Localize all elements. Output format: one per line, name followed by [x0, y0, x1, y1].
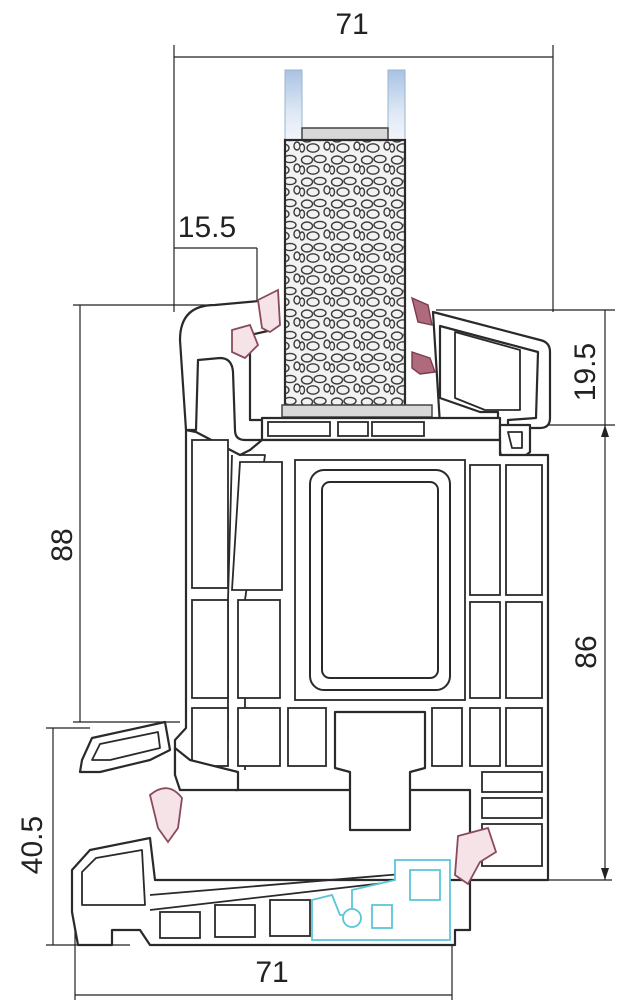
chamber-cell [481, 771, 543, 793]
reinforcement-chamber [294, 459, 466, 701]
dimension-frame-height: 88 [46, 528, 79, 561]
glazing-unit [281, 69, 433, 418]
chamber-cell [191, 707, 229, 767]
insulation-panel [284, 139, 406, 409]
dimension-lines [46, 45, 615, 1000]
chamber-cell [191, 599, 229, 699]
inner-glazing-gasket-top [410, 296, 433, 326]
gaskets [148, 288, 498, 886]
glass-pane-outer [284, 69, 303, 143]
chamber-cell [505, 464, 543, 596]
dimension-glazing-offset: 15.5 [178, 211, 236, 244]
chamber-cell [481, 797, 543, 819]
dimension-sash-height: 86 [570, 635, 603, 668]
dimension-bottom-width: 71 [255, 956, 288, 989]
dimension-overlap-height: 19.5 [569, 343, 602, 401]
chamber-cell [237, 707, 281, 767]
chamber-cell [237, 599, 281, 699]
chamber-cell [287, 707, 327, 767]
chamber-cell [505, 707, 543, 767]
glass-spacer [301, 127, 389, 141]
dimension-top-width: 71 [335, 8, 368, 41]
hardware-fitting [311, 859, 451, 941]
chamber-cell [191, 439, 229, 589]
chamber-cell [469, 464, 501, 596]
frame-profile [78, 428, 550, 882]
dimension-sill-height: 40.5 [16, 816, 49, 874]
chamber-cell [505, 601, 543, 699]
chamber-cell [431, 707, 463, 767]
frame-rebate-gasket [454, 826, 498, 886]
center-seal-gasket [148, 787, 183, 844]
outer-glazing-gasket [257, 288, 281, 334]
inner-glazing-gasket-bottom [411, 351, 436, 375]
glass-pane-inner [387, 69, 406, 143]
chamber-cell [469, 707, 501, 767]
steel-reinforcement [309, 469, 451, 691]
chamber-cell [469, 601, 501, 699]
glazing-block [281, 404, 433, 418]
sash-profile [178, 298, 552, 462]
outer-sash-gasket [231, 323, 260, 360]
